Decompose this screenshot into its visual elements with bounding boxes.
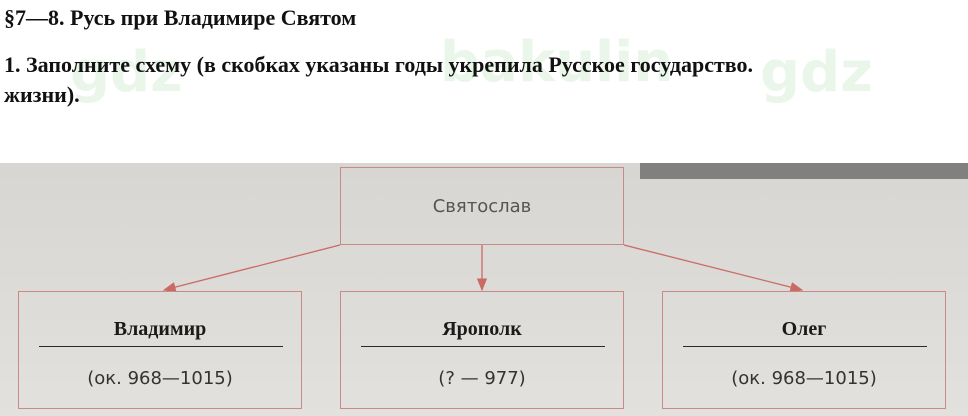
child-name: Олег xyxy=(781,318,827,340)
parent-name: Святослав xyxy=(432,196,532,217)
child-years: (? — 977) xyxy=(438,368,526,389)
answer-line xyxy=(683,346,927,347)
child-box-vladimir: Владимир (ок. 968—1015) xyxy=(18,291,302,409)
task-text: 1. Заполните схему (в скобках указаны го… xyxy=(4,50,964,110)
child-box-oleg: Олег (ок. 968—1015) xyxy=(662,291,946,409)
child-years: (ок. 968—1015) xyxy=(731,368,877,389)
photo-shadow xyxy=(640,163,968,179)
arrow-left xyxy=(162,244,341,293)
child-name: Владимир xyxy=(113,318,207,340)
answer-line xyxy=(39,346,283,347)
section-title: §7—8. Русь при Владимире Святом xyxy=(4,5,357,30)
task-line: 1. Заполните схему (в скобках указаны го… xyxy=(4,52,754,77)
child-years: (ок. 968—1015) xyxy=(87,368,233,389)
task-line: жизни). xyxy=(4,82,80,107)
arrow-right xyxy=(623,244,804,293)
child-name: Ярополк xyxy=(442,318,522,340)
parent-box: Святослав xyxy=(340,167,624,245)
answer-line xyxy=(361,346,605,347)
scheme-photo: Святослав Владимир (ок. 968—1015) Яропол… xyxy=(0,163,968,416)
child-box-yaropolk: Ярополк (? — 977) xyxy=(340,291,624,409)
scheme-arrows xyxy=(162,244,804,293)
